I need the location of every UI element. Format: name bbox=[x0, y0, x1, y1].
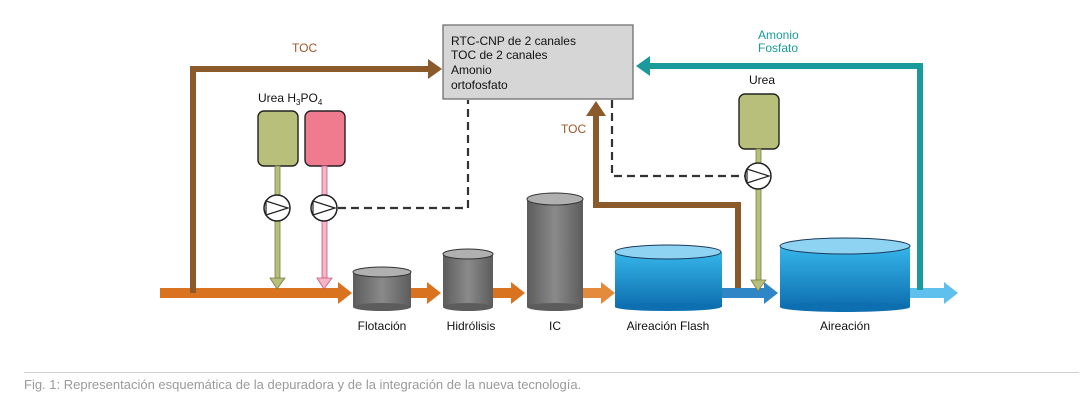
stage-label: IC bbox=[549, 319, 561, 333]
ic-tank bbox=[526, 192, 584, 311]
urea-tank-left bbox=[257, 110, 299, 167]
pump-icon bbox=[310, 194, 338, 222]
stage-label: Aireación bbox=[820, 319, 870, 333]
influent-line bbox=[160, 282, 352, 304]
toc-mid-line bbox=[586, 101, 741, 290]
controller-box: RTC-CNP de 2 canales TOC de 2 canales Am… bbox=[442, 24, 634, 100]
pump-icon bbox=[744, 162, 772, 190]
toc-top-line bbox=[190, 59, 442, 293]
amonio-label: Amonio bbox=[758, 28, 799, 42]
h3po4-tank bbox=[304, 110, 346, 167]
flotacion-tank bbox=[352, 266, 412, 311]
toc-top-label: TOC bbox=[292, 41, 317, 55]
aireacion-flash-tank bbox=[614, 244, 722, 311]
caption-divider bbox=[24, 372, 1079, 373]
urea-h3po4-label: Urea H3PO4 bbox=[258, 91, 323, 107]
toc-mid-label: TOC bbox=[561, 122, 586, 136]
stage-label: Aireación Flash bbox=[627, 319, 710, 333]
control-line-right bbox=[610, 100, 745, 178]
controller-line-4: ortofosfato bbox=[451, 78, 508, 92]
controller-line-2: TOC de 2 canales bbox=[451, 48, 548, 62]
aireacion-tank bbox=[779, 237, 911, 312]
urea-tank-right bbox=[738, 93, 780, 150]
fosfato-label: Fosfato bbox=[758, 41, 798, 55]
control-line-left bbox=[338, 100, 470, 210]
hidrolisis-tank bbox=[442, 248, 494, 311]
pump-icon bbox=[263, 194, 291, 222]
controller-line-3: Amonio bbox=[451, 63, 492, 77]
urea-right-label: Urea bbox=[749, 73, 775, 87]
controller-line-1: RTC-CNP de 2 canales bbox=[451, 34, 576, 48]
stage-label: Hidrólisis bbox=[447, 319, 496, 333]
stage-label: Flotación bbox=[358, 319, 407, 333]
amonio-fosfato-line bbox=[636, 56, 923, 290]
figure-caption: Fig. 1: Representación esquemática de la… bbox=[24, 377, 582, 392]
process-diagram: RTC-CNP de 2 canales TOC de 2 canales Am… bbox=[160, 24, 958, 333]
